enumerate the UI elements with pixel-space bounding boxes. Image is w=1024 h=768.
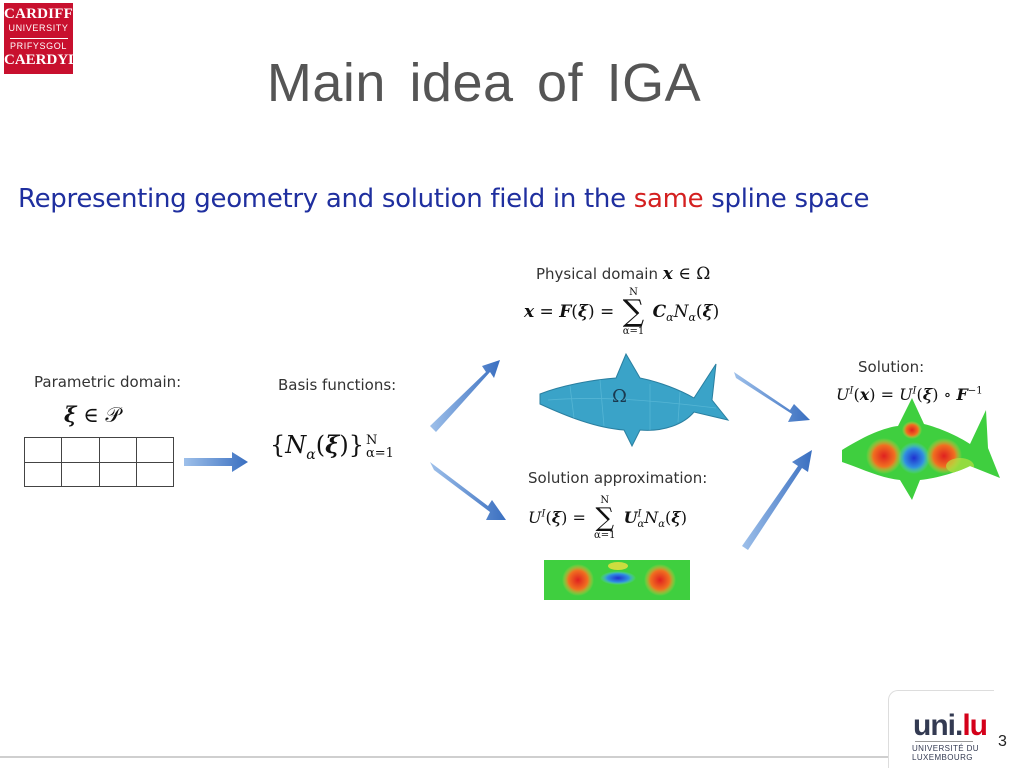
- solution-approx-formula: UI(ξ) = N∑α=1 UIαNα(ξ): [528, 495, 688, 541]
- subtitle-pre: Representing geometry and solution field…: [18, 184, 634, 214]
- physical-domain-text: Physical domain: [536, 265, 658, 283]
- physical-domain-shape-icon: Ω: [539, 352, 730, 448]
- basis-lower-limit: α=1: [365, 445, 394, 461]
- omega-symbol: Ω: [696, 264, 711, 284]
- cardiff-university-logo: CARDIFF UNIVERSITY PRIFYSGOL CAERDYDD: [4, 3, 90, 74]
- logo-divider: [9, 38, 68, 39]
- solution-approx-heatmap-icon: [544, 560, 690, 600]
- physical-domain-label: Physical domain x ∈ Ω: [536, 264, 711, 284]
- page-number: 3: [998, 733, 1007, 750]
- logo-lux-line1: UNIVERSITÉ DU: [912, 744, 979, 753]
- approx-upper-limit: N: [600, 495, 610, 506]
- slide-title: Main idea of IGA: [266, 53, 702, 113]
- uni-luxembourg-logo: uni.lu UNIVERSITÉ DU LUXEMBOURG: [888, 690, 994, 768]
- solution-formula: UI(x) = UI(ξ) ∘ F−1: [836, 385, 983, 404]
- arrow-physical-to-solution-icon: [734, 372, 810, 422]
- parametric-domain-formula: ξ ∈ 𝒫: [64, 402, 121, 427]
- basis-functions-label: Basis functions:: [278, 376, 397, 394]
- geometry-map-formula: x = F(ξ) = N∑α=1 CαNα(ξ): [524, 287, 720, 337]
- arrow-param-to-basis-icon: [184, 452, 248, 472]
- solution-field-shape-icon: [842, 398, 1000, 500]
- logo-line-cardiff: CARDIFF: [4, 6, 73, 22]
- parametric-mesh-grid: [23, 437, 175, 487]
- logo-wordmark-left: uni.: [913, 709, 963, 742]
- subtitle-post: spline space: [703, 184, 870, 214]
- logo-wordmark-right: lu: [962, 709, 988, 742]
- arrow-basis-to-physical-icon: [430, 360, 500, 432]
- footer-divider: [0, 756, 888, 758]
- arrow-basis-to-approx-icon: [430, 462, 506, 520]
- logo-line-university: UNIVERSITY: [8, 23, 69, 33]
- logo-line-prifysgol: PRIFYSGOL: [10, 41, 67, 51]
- solution-approx-label: Solution approximation:: [528, 469, 708, 487]
- parametric-domain-label: Parametric domain:: [34, 373, 182, 391]
- basis-upper-limit: N: [365, 432, 378, 448]
- slide-subtitle: Representing geometry and solution field…: [18, 184, 870, 214]
- logo-lux-divider: [915, 741, 973, 742]
- approx-lower-limit: α=1: [594, 529, 616, 541]
- sum-lower-limit: α=1: [622, 325, 645, 337]
- logo-lux-line2: LUXEMBOURG: [912, 753, 973, 762]
- arrow-approx-to-solution-icon: [742, 450, 812, 550]
- logo-wordmark: uni.lu: [913, 709, 988, 743]
- svg-text:Ω: Ω: [612, 386, 627, 407]
- logo-line-caerdydd: CAERDYDD: [4, 52, 90, 68]
- solution-label: Solution:: [858, 358, 925, 376]
- sum-upper-limit: N: [629, 287, 638, 298]
- subtitle-emphasis: same: [633, 184, 704, 214]
